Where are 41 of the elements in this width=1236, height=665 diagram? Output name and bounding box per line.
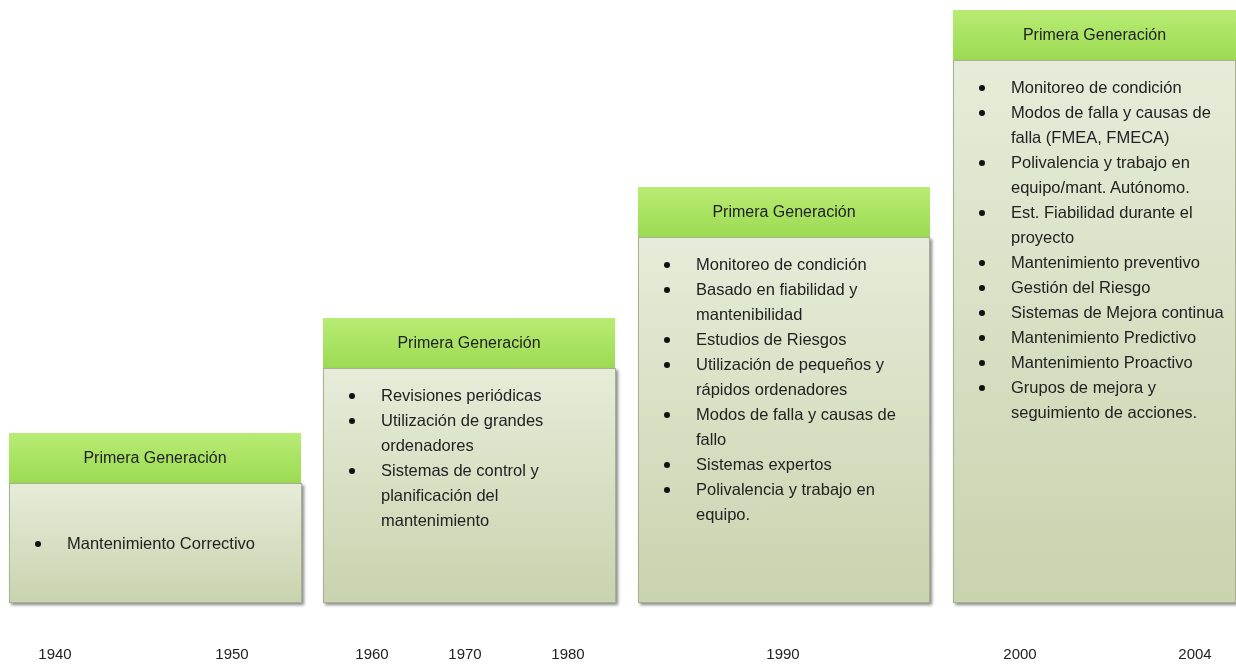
year-label: 1980 [551,645,585,662]
content-box [9,483,302,603]
header-text: Primera Generación [397,334,541,352]
year-label: 1990 [766,645,800,662]
header-text: Primera Generación [83,449,227,467]
bullet-item: Est. Fiabilidad durante el proyecto [1011,202,1194,248]
content-box [323,368,616,603]
header-text: Primera Generación [712,203,856,221]
bullet-item: Modos de falla y causas de falla (FMEA, FMECA) [1011,102,1212,148]
header-box [953,10,1236,60]
bullet-item: Mantenimiento Predictivo [1011,327,1198,348]
year-label: 1960 [355,645,389,662]
content-box [638,237,930,603]
year-label: 1940 [38,645,72,662]
bullet-item: Estudios de Riesgos [696,329,848,350]
bullet-item: Mantenimiento preventivo [1011,252,1201,273]
year-label: 2004 [1178,645,1212,662]
bullet-item: Sistemas de Mejora continua [1011,302,1225,323]
content-box [953,60,1236,603]
bullet-item: Polivalencia y trabajo en equipo. [696,479,876,525]
bullet-item: Mantenimiento Proactivo [1011,352,1194,373]
year-label: 1970 [448,645,482,662]
bullet-item: Monitoreo de condición [696,254,868,275]
header-box [323,318,615,368]
bullet-item: Utilización de pequeños y rápidos ordenadores [696,354,886,400]
bullet-item: Mantenimiento Correctivo [67,532,256,554]
header-text: Primera Generación [1022,26,1167,44]
bullet-item: Polivalencia y trabajo en equipo/mant. Autónomo. [1011,152,1191,198]
bullet-item: Sistemas expertos [696,454,833,475]
bullet-item: Grupos de mejora y seguimiento de acciones. [1011,377,1199,423]
header-box [9,433,301,483]
header-box [638,187,930,237]
year-label: 2000 [1003,645,1037,662]
bullet-item: Modos de falla y causas de fallo [696,404,897,450]
bullet-item: Monitoreo de condición [1011,77,1183,98]
year-label: 1950 [215,645,249,662]
bullet-item: Gestión del Riesgo [1011,277,1152,298]
bullet-item: Revisiones periódicas [381,385,543,406]
bullet-item: Utilización de grandes ordenadores [381,410,545,456]
bullet-item: Basado en fiabilidad y mantenibilidad [696,279,859,325]
bullet-item: Sistemas de control y planificación del mantenimiento [381,460,540,531]
